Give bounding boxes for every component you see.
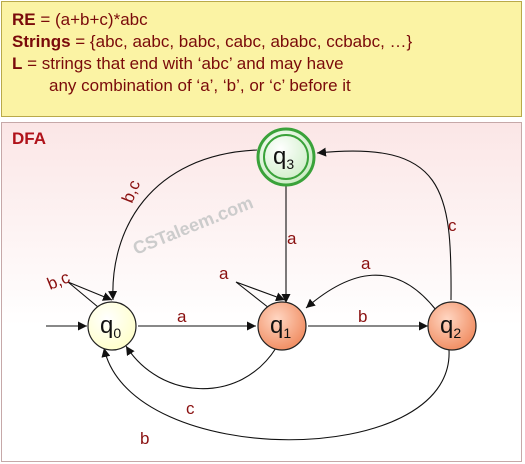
definition-box: RE = (a+b+c)*abc Strings = {abc, aabc, b… [1, 1, 522, 117]
language-line: L = strings that end with ‘abc’ and may … [12, 53, 511, 75]
edge-q2-q0 [101, 347, 450, 441]
dfa-title: DFA [12, 129, 46, 148]
strings-value: = {abc, aabc, babc, cabc, ababc, ccbabc,… [70, 32, 413, 51]
re-value: = (a+b+c)*abc [35, 10, 148, 29]
state-q3-sub: 3 [286, 156, 294, 172]
svg-text:q1: q1 [270, 312, 291, 341]
edge-label-q2-q1: a [361, 254, 371, 273]
edge-q2-q1 [305, 274, 437, 311]
state-q2: q2 [427, 301, 477, 351]
re-label: RE [12, 10, 36, 29]
edge-q3-q0 [108, 149, 258, 301]
edge-label-q3-q0: b,c [118, 177, 144, 206]
re-line: RE = (a+b+c)*abc [12, 9, 511, 31]
state-q2-sub: 2 [453, 325, 461, 341]
svg-text:q2: q2 [440, 312, 461, 341]
dfa-panel: DFA [1, 122, 522, 462]
edge-q0-q0 [67, 281, 113, 308]
state-q0-base: q [100, 312, 113, 339]
edge-label-q0-q0: b,c [44, 267, 73, 293]
edge-label-q1-q0: c [186, 399, 195, 418]
state-q0-sub: 0 [113, 325, 121, 341]
edge-label-q3-q1: a [287, 229, 297, 248]
edge-q1-q1 [235, 281, 286, 309]
svg-text:q0: q0 [100, 312, 121, 341]
language-line-2: any combination of ‘a’, ‘b’, or ‘c’ befo… [12, 75, 511, 97]
state-q1: q1 [257, 301, 307, 351]
language-label: L [12, 54, 23, 73]
edge-label-q1-q1: a [219, 264, 229, 283]
state-q1-base: q [270, 312, 283, 339]
state-q0: q0 [87, 301, 137, 351]
svg-text:q3: q3 [273, 143, 294, 172]
edge-q1-q0 [125, 345, 277, 390]
edge-q2-q3 [316, 147, 452, 301]
state-q2-base: q [440, 312, 453, 339]
state-q3: q3 [256, 127, 316, 187]
language-value-1: = strings that end with ‘abc’ and may ha… [22, 54, 344, 73]
edge-label-q0-q1: a [177, 307, 187, 326]
strings-label: Strings [12, 32, 71, 51]
strings-line: Strings = {abc, aabc, babc, cabc, ababc,… [12, 31, 511, 53]
edge-label-q1-q2: b [358, 307, 367, 326]
edge-label-q2-q3: c [448, 216, 457, 235]
state-q3-base: q [273, 143, 286, 170]
edge-label-q2-q0: b [140, 429, 149, 448]
language-value-2: any combination of ‘a’, ‘b’, or ‘c’ befo… [49, 76, 351, 95]
state-q1-sub: 1 [283, 325, 291, 341]
watermark-text: CSTaleem.com [130, 192, 256, 258]
